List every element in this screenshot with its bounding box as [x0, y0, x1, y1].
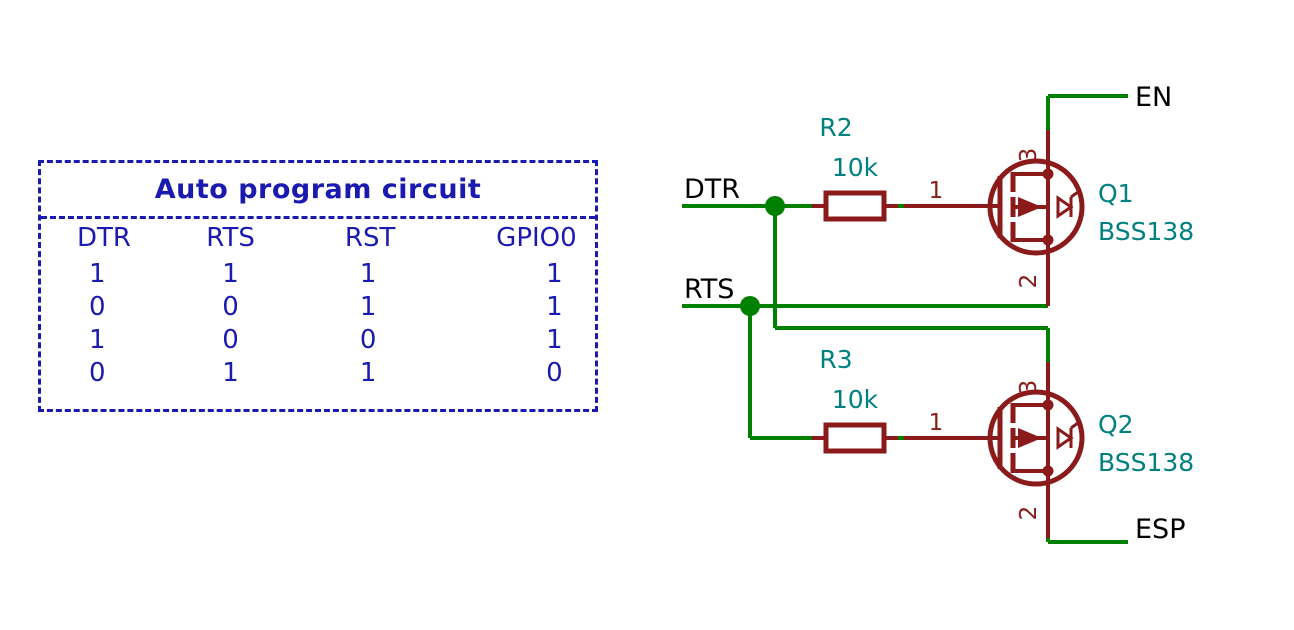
table-row: 1 1 1 1	[41, 257, 595, 290]
cell-rst: 1	[359, 291, 377, 322]
table-row: 0 0 1 1	[41, 290, 595, 323]
q1-source-node-dot	[1042, 234, 1054, 246]
q1-body-diode-bar-tick	[1070, 190, 1079, 199]
resistor-r3-ref: R3	[819, 345, 852, 374]
cell-gpio0: 1	[546, 258, 563, 289]
table-row: 1 0 0 1	[41, 323, 595, 356]
mosfet-q2-ref: Q2	[1098, 410, 1134, 439]
column-header-gpio0: GPIO0	[496, 223, 577, 253]
q2-source-node-dot	[1042, 465, 1054, 477]
net-label-dtr: DTR	[684, 174, 740, 205]
resistor-r2-ref: R2	[819, 113, 852, 142]
junction-dot-dtr	[765, 196, 785, 216]
truth-table: DTR RTS RST GPIO0 1 1 1 1 0 0	[41, 219, 595, 389]
pin-number-q1-drain: 3	[1016, 148, 1042, 163]
column-header-rst: RST	[344, 223, 396, 253]
q1-body-diode-triangle	[1056, 195, 1074, 219]
column-header-rts: RTS	[206, 223, 255, 253]
cell-rts: 0	[222, 291, 239, 322]
mosfet-q1-part: BSS138	[1098, 217, 1194, 246]
wire-group	[682, 94, 1128, 544]
mosfet-q2-part: BSS138	[1098, 448, 1194, 477]
resistor-r3	[812, 422, 898, 454]
column-header-dtr: DTR	[77, 223, 131, 253]
pin-number-q2-source: 2	[1016, 506, 1042, 521]
truth-table-body: DTR RTS RST GPIO0 1 1 1 1 0 0	[41, 219, 595, 415]
cell-rst: 0	[359, 324, 377, 355]
q2-body-diode-bar-tick	[1070, 421, 1079, 430]
r3-body	[823, 422, 887, 454]
q2-body-circle	[987, 389, 1085, 487]
mosfet-q1	[904, 130, 1085, 306]
net-label-en: EN	[1135, 82, 1172, 113]
cell-rst: 1	[359, 258, 377, 289]
pin-number-q2-gate: 1	[929, 410, 944, 436]
cell-rts: 0	[222, 324, 239, 355]
cell-dtr: 0	[89, 291, 106, 322]
net-label-esp: ESP	[1135, 514, 1185, 545]
pin-number-q2-drain: 3	[1016, 380, 1042, 395]
cell-rts: 1	[222, 258, 239, 289]
auto-program-circuit-panel: Auto program circuit DTR RTS RST GPIO0	[38, 160, 598, 412]
cell-dtr: 1	[89, 324, 106, 355]
resistor-r2	[812, 190, 898, 222]
net-label-rts: RTS	[684, 274, 734, 305]
resistor-r3-value: 10k	[832, 385, 879, 414]
junction-dot-rts	[740, 296, 760, 316]
panel-title: Auto program circuit	[154, 174, 482, 205]
table-row: 0 1 1 0	[41, 356, 595, 389]
cell-rst: 1	[359, 357, 377, 388]
pin-number-q1-source: 2	[1016, 274, 1042, 289]
cell-rts: 1	[222, 357, 239, 388]
pin-number-q1-gate: 1	[929, 178, 944, 204]
q2-body-arrow	[1018, 428, 1042, 448]
cell-dtr: 1	[89, 258, 106, 289]
cell-gpio0: 1	[546, 291, 563, 322]
mosfet-q1-ref: Q1	[1098, 179, 1134, 208]
q1-body-arrow	[1018, 197, 1042, 217]
table-header-row: DTR RTS RST GPIO0	[41, 219, 595, 257]
resistor-r2-value: 10k	[832, 153, 879, 182]
q1-body-circle	[987, 158, 1085, 256]
q1-drain-node-dot	[1042, 168, 1054, 180]
cell-dtr: 0	[89, 357, 106, 388]
r2-body	[823, 190, 887, 222]
cell-gpio0: 0	[546, 357, 563, 388]
q2-body-diode-triangle	[1056, 426, 1074, 450]
q2-drain-node-dot	[1042, 399, 1054, 411]
cell-gpio0: 1	[546, 324, 563, 355]
mosfet-q2	[904, 362, 1085, 538]
panel-header: Auto program circuit	[41, 163, 595, 219]
